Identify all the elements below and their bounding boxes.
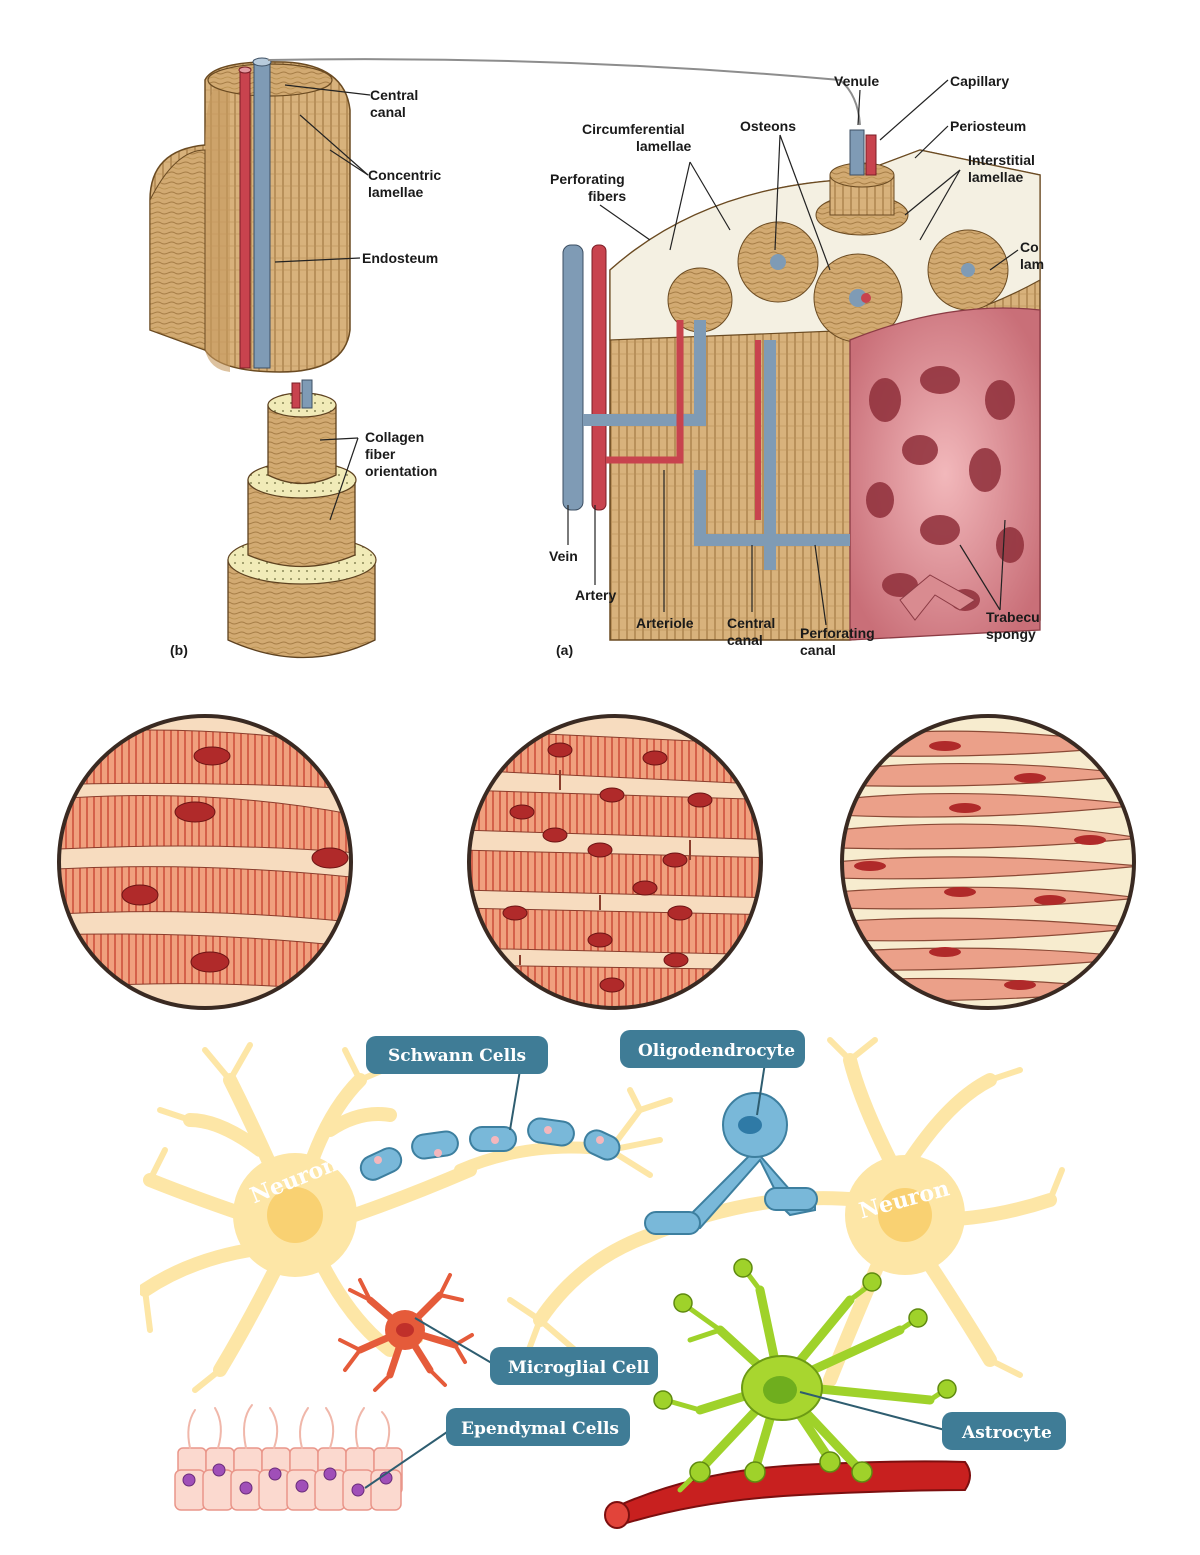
- ependymal-cells: [174, 1404, 403, 1511]
- label-endosteum: Endosteum: [362, 250, 438, 266]
- label-periosteum: Periosteum: [950, 118, 1026, 134]
- label-capillary: Capillary: [950, 73, 1009, 89]
- label-vein: Vein: [549, 548, 578, 564]
- label-venule: Venule: [834, 73, 879, 89]
- panel-letter-a: (a): [556, 642, 573, 658]
- label-osteons: Osteons: [740, 118, 796, 134]
- blood-vessel: [604, 1460, 971, 1529]
- svg-text:Schwann Cells: Schwann Cells: [388, 1046, 526, 1066]
- neuron-right-nucleus: [878, 1188, 932, 1242]
- tag-oligodendrocyte: Oligodendrocyte: [620, 1030, 805, 1068]
- skeletal-muscle: [59, 716, 351, 1008]
- collagen-cylinder: [227, 379, 377, 659]
- cardiac-muscle: [469, 716, 761, 1008]
- tag-schwann: Schwann Cells: [366, 1036, 548, 1074]
- svg-text:Microglial Cell: Microglial Cell: [508, 1358, 650, 1378]
- tag-microglial: Microglial Cell: [490, 1347, 658, 1385]
- axon-terminal: [607, 1087, 673, 1178]
- tag-astrocyte: Astrocyte: [942, 1412, 1066, 1450]
- link-arrow: [267, 58, 861, 126]
- svg-text:Oligodendrocyte: Oligodendrocyte: [638, 1041, 795, 1061]
- muscle-panels: [55, 705, 1145, 1025]
- muscle-svg: [57, 714, 1136, 1010]
- neuron-right: [507, 1037, 1065, 1403]
- bone-wedge: [562, 129, 1041, 641]
- label-arteriole: Arteriole: [636, 615, 694, 631]
- neuron-left-nucleus: [267, 1187, 323, 1243]
- tag-leaders: [364, 1062, 946, 1489]
- svg-text:Astrocyte: Astrocyte: [961, 1423, 1052, 1443]
- smooth-muscle: [842, 716, 1134, 1008]
- osteon-column: [149, 57, 351, 373]
- leader-lines: [274, 79, 1019, 626]
- neuron-left: [138, 1042, 616, 1393]
- neuroglia-svg: Neuron Neuron: [138, 1030, 1066, 1529]
- label-artery: Artery: [575, 587, 616, 603]
- tag-ependymal: Ependymal Cells: [446, 1408, 630, 1446]
- panel-letter-b: (b): [170, 642, 188, 658]
- svg-text:Ependymal Cells: Ependymal Cells: [461, 1419, 619, 1439]
- schwann-cells: [359, 1117, 621, 1181]
- neuroglia-diagram: Neuron Neuron: [138, 1030, 1070, 1550]
- oligodendrocyte-cell: [644, 1092, 818, 1235]
